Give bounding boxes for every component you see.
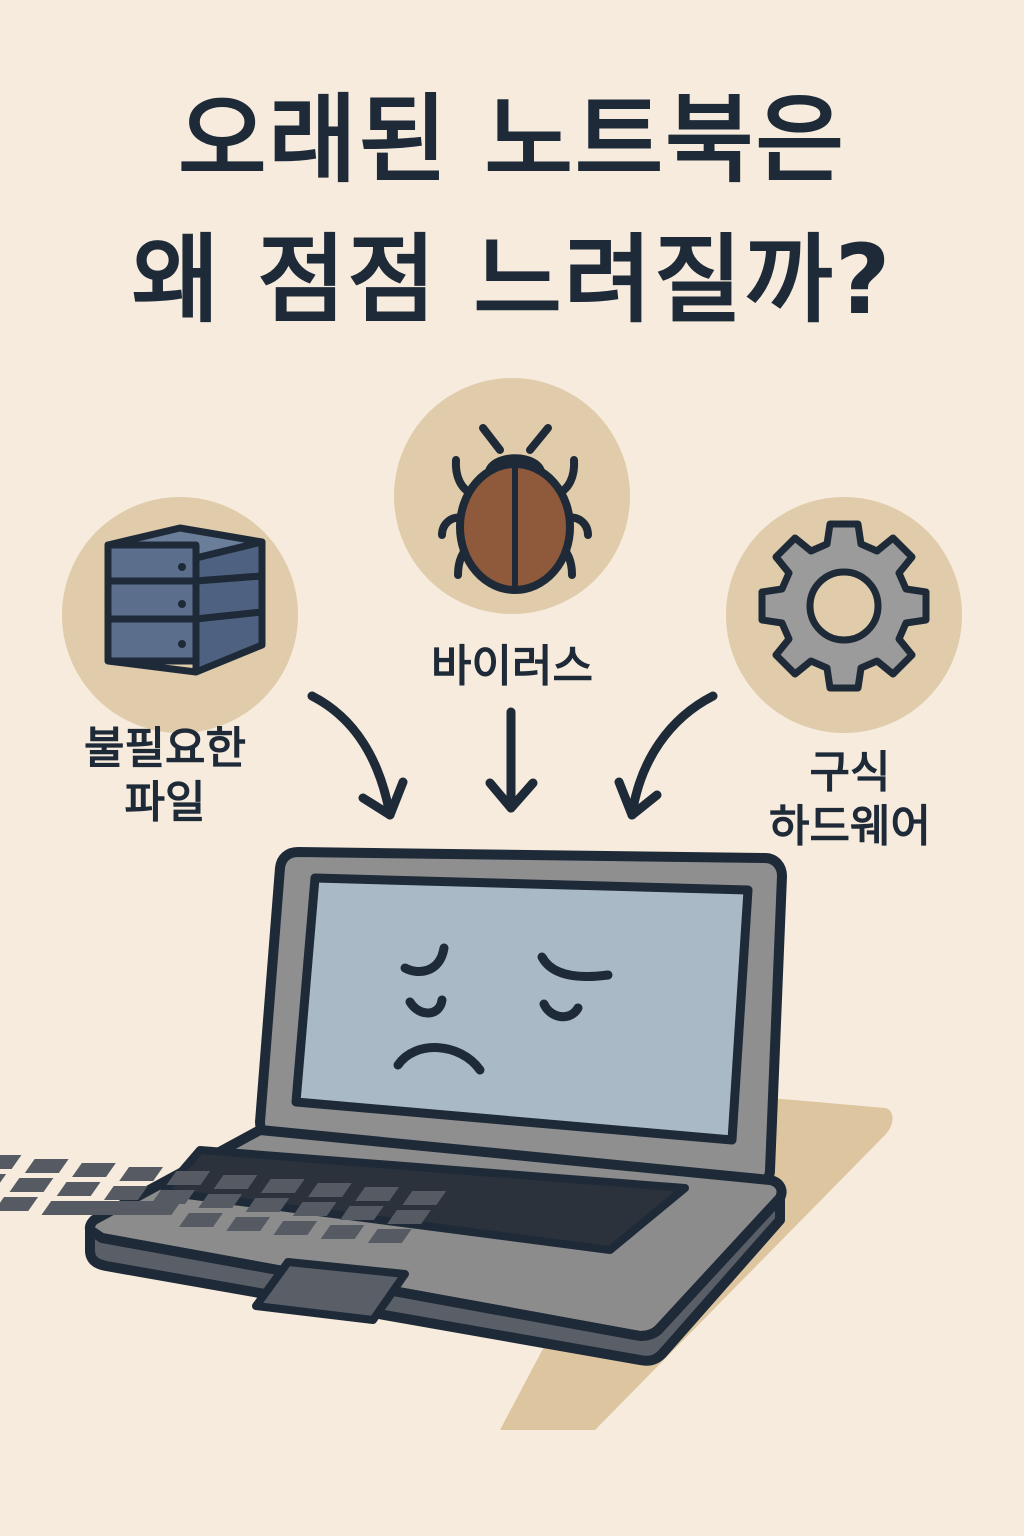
- cause-label-virus: 바이러스: [380, 640, 644, 694]
- laptop-screen: [291, 873, 753, 1145]
- hardware-label-line-1: 구식: [809, 747, 891, 798]
- bug-icon: [438, 424, 592, 594]
- stacked-drives-icon: [104, 524, 266, 676]
- title-line-2: 왜 점점 느려질까?: [131, 224, 893, 336]
- virus-label-line-1: 바이러스: [431, 641, 593, 692]
- page-title: 오래된 노트북은 왜 점점 느려질까?: [0, 70, 1024, 350]
- keyboard: [0, 1146, 689, 1254]
- arrow-left-icon: [307, 691, 395, 820]
- trackpad: [252, 1258, 409, 1324]
- sad-laptop-illustration: [0, 847, 893, 1430]
- cause-label-files: 불필요한 파일: [40, 722, 290, 830]
- hardware-label-line-2: 하드웨어: [769, 801, 931, 852]
- sad-face-icon: [393, 943, 613, 1075]
- title-line-1: 오래된 노트북은: [178, 84, 846, 196]
- files-label-line-2: 파일: [124, 777, 206, 828]
- cause-label-hardware: 구식 하드웨어: [710, 746, 990, 854]
- gear-icon: [758, 520, 930, 692]
- arrow-right-icon: [627, 691, 718, 820]
- arrows: [307, 691, 718, 820]
- files-label-line-1: 불필요한: [84, 723, 246, 774]
